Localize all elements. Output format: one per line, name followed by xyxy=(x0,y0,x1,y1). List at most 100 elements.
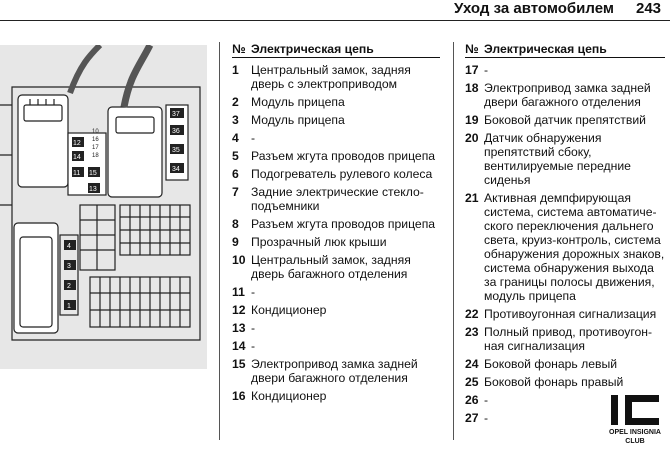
circuit-description: Электропривод замка задней двери багажно… xyxy=(251,357,418,385)
header-number: № xyxy=(465,42,479,56)
list-item: 26- xyxy=(465,393,665,407)
circuit-description: Противоугонная сигнализация xyxy=(484,307,657,321)
list-item: 3 Модуль прицепа xyxy=(232,113,440,127)
fig-label-16: 16 xyxy=(92,137,99,143)
list-item: 5 Разъем жгута проводов прицепа xyxy=(232,149,440,163)
list-item: 6 Подогреватель рулевого колеса xyxy=(232,167,440,181)
list-item: 27- xyxy=(465,411,665,425)
list-item: 25 Боковой фонарь правый xyxy=(465,375,665,389)
fuse-number: 11 xyxy=(232,285,245,299)
fig-label-1: 1 xyxy=(67,303,71,310)
fig-label-14: 14 xyxy=(73,154,81,161)
header-rule xyxy=(0,20,670,21)
fig-label-17: 17 xyxy=(92,145,99,151)
circuit-description: - xyxy=(251,339,256,353)
column-divider xyxy=(453,42,454,440)
fuse-number: 4 xyxy=(232,131,239,145)
fuse-number: 22 xyxy=(465,307,479,321)
list-item: 4- xyxy=(232,131,440,145)
fuse-box-diagram: 37 36 35 34 12 11 13 14 15 4 3 2 1 16 17 xyxy=(0,42,201,341)
fuse-number: 26 xyxy=(465,393,479,407)
circuit-description: Электропривод замка задней двери багажно… xyxy=(484,81,651,109)
fuse-number: 6 xyxy=(232,167,239,181)
list-item: 12 Кондиционер xyxy=(232,303,440,317)
circuit-description: Центральный замок, задняя дверь багажног… xyxy=(251,253,411,281)
list-item: 1 Центральный замок, задняя дверь с элект… xyxy=(232,63,440,91)
fuse-number: 1 xyxy=(232,63,239,77)
list-item: 10 Центральный замок, задняя дверь багажн… xyxy=(232,253,440,281)
circuit-description: - xyxy=(251,131,256,145)
header-number: № xyxy=(232,42,246,56)
circuit-description: Боковой фонарь левый xyxy=(484,357,618,371)
fuse-number: 5 xyxy=(232,149,239,163)
fuse-number: 7 xyxy=(232,185,239,199)
circuit-description: Боковой фонарь правый xyxy=(484,375,624,389)
list-item: 23 Полный привод, противоугон-ная сигнали… xyxy=(465,325,665,353)
circuit-description: Кондиционер xyxy=(251,303,327,317)
list-item: 9 Прозрачный люк крыши xyxy=(232,235,440,249)
fig-label-36: 36 xyxy=(172,128,180,135)
fuse-number: 21 xyxy=(465,191,479,205)
circuit-description: - xyxy=(484,63,489,77)
list-item: 18 Электропривод замка задней двери багаж… xyxy=(465,81,665,109)
fuse-number: 14 xyxy=(232,339,246,353)
fuse-number: 18 xyxy=(465,81,479,95)
fig-label-3: 3 xyxy=(67,263,71,270)
fuse-number: 13 xyxy=(232,321,246,335)
fuse-number: 16 xyxy=(232,389,246,403)
list-item: 2 Модуль прицепа xyxy=(232,95,440,109)
fig-label-11: 11 xyxy=(73,170,80,177)
circuit-description: Активная демпфирующая система, система а… xyxy=(484,191,665,303)
fig-label-37: 37 xyxy=(172,111,180,118)
circuit-description: - xyxy=(484,393,489,407)
watermark-line1: OPEL INSIGNIA xyxy=(609,429,661,436)
circuit-description: Полный привод, противоугон-ная сигнализа… xyxy=(484,325,653,353)
circuit-description: - xyxy=(251,321,256,335)
circuit-description: Центральный замок, задняя дверь с электр… xyxy=(251,63,411,91)
fuse-number: 23 xyxy=(465,325,479,339)
page-header: Уход за автомобилем 243 xyxy=(0,0,670,26)
fuse-number: 25 xyxy=(465,375,479,389)
fuse-number: 20 xyxy=(465,131,479,145)
list-item: 16 Кондиционер xyxy=(232,389,440,403)
fig-label-35: 35 xyxy=(172,147,180,154)
fig-label-18: 18 xyxy=(92,153,99,159)
fig-label-15: 15 xyxy=(89,170,97,177)
circuit-description: Модуль прицепа xyxy=(251,113,345,127)
fuse-box-figure: 37 36 35 34 12 11 13 14 15 4 3 2 1 16 17 xyxy=(0,42,207,369)
circuit-description: Кондиционер xyxy=(251,389,327,403)
fuse-number: 12 xyxy=(232,303,246,317)
fuse-number: 17 xyxy=(465,63,479,77)
circuit-description: Модуль прицепа xyxy=(251,95,345,109)
fuse-number: 9 xyxy=(232,235,239,249)
fig-label-10: 10 xyxy=(92,129,99,135)
fuse-number: 10 xyxy=(232,253,246,267)
logo-emblem xyxy=(611,395,659,425)
list-item: 13- xyxy=(232,321,440,335)
header-title: Уход за автомобилем xyxy=(454,0,614,17)
fig-label-2: 2 xyxy=(67,283,71,290)
circuit-description: Подогреватель рулевого колеса xyxy=(251,167,433,181)
list-item: 14- xyxy=(232,339,440,353)
fuse-number: 8 xyxy=(232,217,239,231)
fuse-number: 15 xyxy=(232,357,246,371)
list-item: 22 Противоугонная сигнализация xyxy=(465,307,665,321)
table-header: № Электрическая цепь xyxy=(465,42,665,58)
circuit-description: Разъем жгута проводов прицепа xyxy=(251,149,436,163)
fuse-number: 2 xyxy=(232,95,239,109)
header-label: Электрическая цепь xyxy=(251,42,374,56)
fuse-number: 3 xyxy=(232,113,239,127)
watermark-logo: OPEL INSIGNIA CLUB xyxy=(603,393,667,451)
column-divider xyxy=(219,42,220,440)
circuit-description: - xyxy=(251,285,256,299)
circuit-description: - xyxy=(484,411,489,425)
page-number: 243 xyxy=(636,0,662,17)
circuit-description: Прозрачный люк крыши xyxy=(251,235,387,249)
